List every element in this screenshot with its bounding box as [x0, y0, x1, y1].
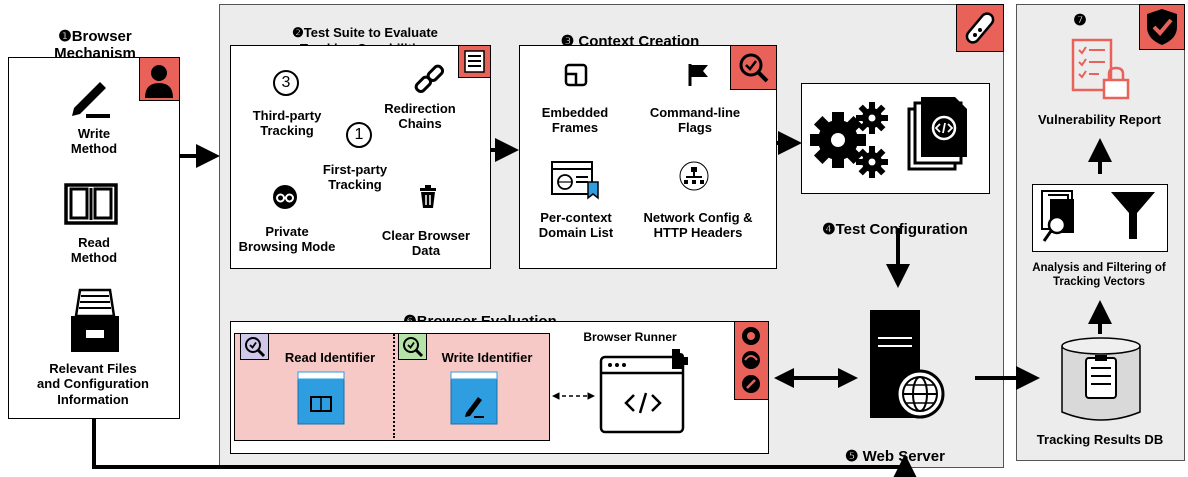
relevant-files-label: Relevant Files and Configuration Informa… [37, 361, 149, 407]
read-tag [240, 333, 269, 360]
context-search-tag [730, 45, 777, 90]
redirection-chains-label: Redirection Chains [384, 101, 456, 132]
vulnerability-report-label: Vulnerability Report [1037, 112, 1162, 127]
browser-runner-icon [599, 349, 688, 434]
domain-list-icon [551, 161, 599, 200]
circle-three-text: 3 [281, 74, 291, 91]
book-icon [64, 183, 118, 225]
read-identifier-label: Read Identifier [284, 350, 376, 365]
shield-check-icon [1147, 9, 1177, 45]
flag-icon [688, 64, 708, 86]
trash-icon [420, 185, 436, 208]
user-icon [145, 65, 173, 98]
incognito-icon [273, 185, 297, 209]
user-tag [139, 57, 180, 101]
document-search-icon [1041, 190, 1074, 242]
tracking-results-db-label: Tracking Results DB [1036, 432, 1164, 447]
embedded-frames-label: Embedded Frames [541, 105, 609, 136]
read-method-label: Read Method [70, 235, 118, 266]
filter-icon [1111, 192, 1155, 239]
step-7-badge: ❼ [1073, 12, 1087, 29]
browser-logos-icon [742, 327, 760, 393]
test-configuration-text: Test Configuration [835, 220, 968, 238]
identifier-divider [393, 334, 395, 438]
write-tag [398, 333, 427, 360]
per-context-domain-label: Per-context Domain List [538, 210, 614, 241]
test-configuration-label: ❹Test Configuration [800, 203, 990, 238]
web-server-label: ❺ Web Server [820, 430, 970, 465]
clear-browser-data-label: Clear Browser Data [381, 228, 471, 259]
file-cabinet-icon [71, 288, 119, 352]
flask-tag [956, 4, 1004, 52]
private-browsing-label: Private Browsing Mode [238, 224, 336, 255]
command-line-flags-label: Command-line Flags [649, 105, 741, 136]
read-magnifier-icon [245, 337, 266, 358]
circle-one-text: 1 [354, 126, 364, 143]
test-tube-icon [965, 12, 995, 44]
database-icon [1061, 337, 1141, 421]
step-1-badge: ❶ [58, 27, 72, 45]
write-identifier-label: Write Identifier [441, 350, 533, 365]
analysis-label: Analysis and Filtering of Tracking Vecto… [1032, 262, 1166, 288]
circle-one-icon: 1 [346, 122, 372, 148]
write-method-label: Write Method [70, 126, 118, 157]
network-icon [679, 161, 709, 191]
write-window-icon [450, 371, 498, 425]
arrow-files-to-server [92, 418, 917, 477]
browsers-tag [734, 321, 769, 400]
pencil-icon [72, 82, 110, 118]
write-magnifier-icon [403, 337, 424, 358]
third-party-tracking-label: Third-party Tracking [252, 108, 322, 139]
report-lock-icon [1071, 38, 1130, 100]
browser-runner-label: Browser Runner [583, 330, 677, 344]
gears-icon [810, 102, 888, 178]
first-party-tracking-label: First-party Tracking [322, 162, 388, 193]
server-icon [870, 310, 945, 419]
read-window-icon [297, 371, 345, 425]
step-4-badge: ❹ [822, 220, 836, 238]
magnifier-check-icon [739, 53, 769, 83]
circle-three-icon: 3 [273, 70, 299, 96]
network-config-label: Network Config & HTTP Headers [643, 210, 753, 241]
test-list-tag [458, 45, 491, 78]
step-5-badge: ❺ [845, 447, 859, 465]
step-2-badge: ❷ [292, 25, 304, 41]
shield-tag [1139, 4, 1185, 50]
chain-link-icon [414, 64, 445, 94]
checklist-icon [464, 50, 485, 73]
frame-icon [564, 63, 588, 87]
code-document-icon [907, 97, 967, 171]
